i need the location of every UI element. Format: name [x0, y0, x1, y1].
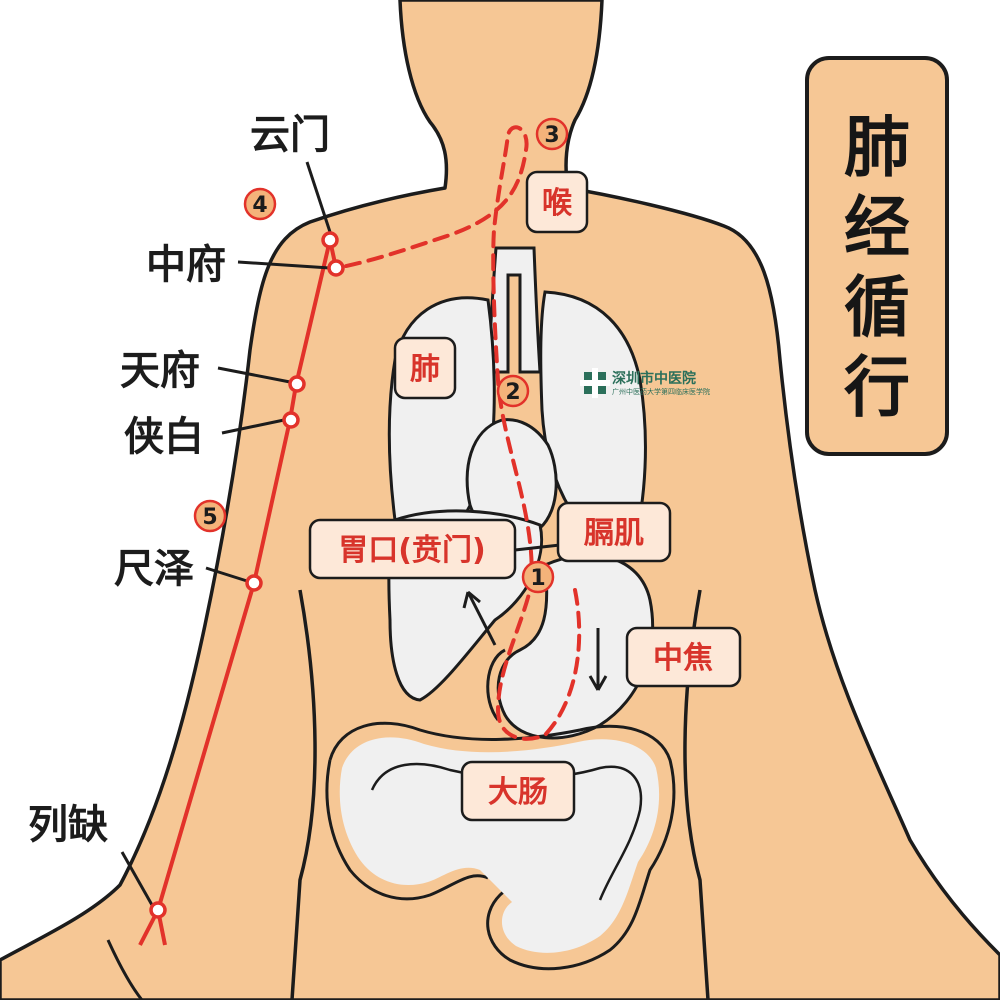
- dachang-box: 大肠: [460, 760, 576, 822]
- zhongjiao-box: 中焦: [625, 626, 742, 688]
- acupoint-labels: 云门 中府 天府 侠白 尺泽 列缺: [28, 112, 330, 848]
- label-xiabai: 侠白: [124, 414, 204, 460]
- label-geji: 膈肌: [584, 516, 644, 551]
- hou-box: 喉: [525, 170, 589, 234]
- fei-box: 肺: [393, 336, 457, 400]
- label-tianfu: 天府: [120, 348, 200, 394]
- tianfu-point: [288, 375, 306, 393]
- step-badge-5: 5: [193, 499, 227, 533]
- title-char-3: 循: [844, 269, 910, 346]
- gekou-box: 胃口(贲门): [308, 518, 517, 580]
- title-char-2: 经: [844, 189, 910, 266]
- lieque-point: [149, 901, 167, 919]
- step-badges: 1 2 3 4 5: [193, 117, 569, 594]
- title-char-1: 肺: [844, 109, 910, 186]
- step-badge-4: 4: [243, 187, 277, 221]
- organs: [325, 246, 676, 971]
- step-badge-3: 3: [535, 117, 569, 151]
- label-zhongfu: 中府: [146, 242, 226, 288]
- label-chize: 尺泽: [114, 546, 194, 592]
- label-gekou: 胃口(贲门): [338, 533, 485, 568]
- acupoint-markers: [149, 231, 345, 919]
- svg-text:2: 2: [505, 380, 520, 405]
- yunmen-point: [321, 231, 339, 249]
- label-lieque: 列缺: [28, 802, 108, 848]
- geji-box: 膈肌: [556, 501, 672, 563]
- label-yunmen: 云门: [250, 112, 330, 158]
- title-box: 肺 经 循 行: [805, 56, 949, 456]
- label-hou: 喉: [542, 186, 573, 221]
- logo-name: 深圳市中医院: [612, 370, 696, 387]
- label-zhongjiao: 中焦: [653, 641, 713, 676]
- svg-text:4: 4: [252, 193, 267, 218]
- step-badge-2: 2: [496, 374, 530, 408]
- chize-point: [245, 574, 263, 592]
- svg-text:3: 3: [544, 123, 559, 148]
- zhongfu-point: [327, 259, 345, 277]
- svg-text:5: 5: [202, 505, 217, 530]
- label-fei: 肺: [410, 352, 440, 387]
- logo-sub: 广州中医药大学第四临床医学院: [612, 387, 710, 396]
- organ-labels: 喉 肺 胃口(贲门) 膈肌 中焦 大肠: [308, 170, 742, 822]
- hospital-logo: 深圳市中医院 广州中医药大学第四临床医学院: [580, 368, 710, 398]
- xiabai-point: [282, 411, 300, 429]
- title-char-4: 行: [844, 349, 910, 426]
- leader-lines: [120, 161, 608, 906]
- label-dachang: 大肠: [488, 775, 548, 810]
- step-badge-1: 1: [521, 560, 555, 594]
- svg-text:1: 1: [530, 566, 545, 591]
